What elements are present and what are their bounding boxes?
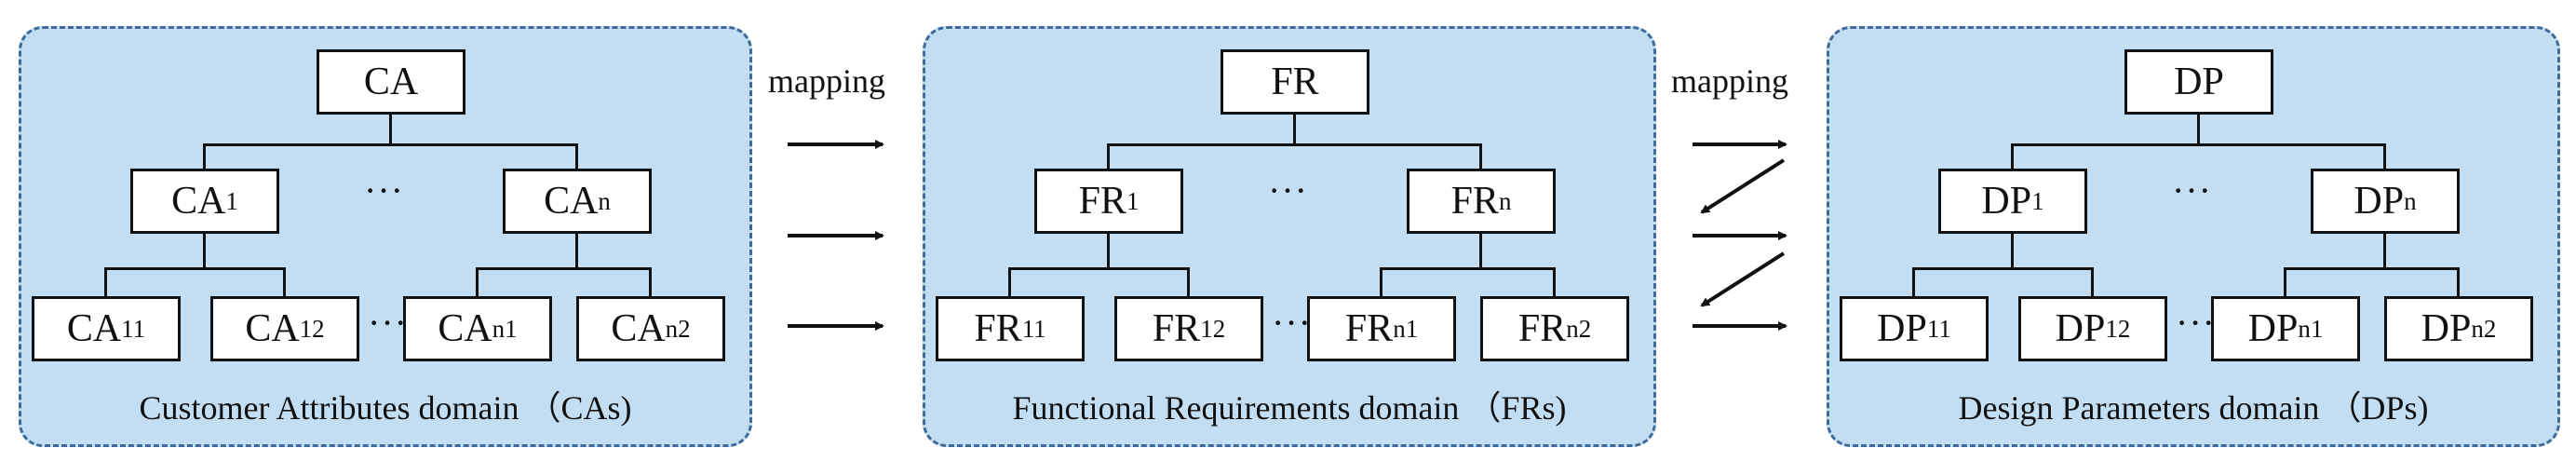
domain-caption: Customer Attributes domain （CAs) <box>139 389 632 427</box>
connector <box>203 234 206 269</box>
node-label: DP <box>2353 180 2405 223</box>
node-label: DP <box>1981 180 2032 223</box>
connector <box>104 267 286 270</box>
ellipsis: ··· <box>1272 302 1312 344</box>
connector <box>1912 267 2094 270</box>
connector <box>203 143 206 169</box>
ellipsis: ··· <box>368 302 408 344</box>
fr-root-node: FR <box>1221 49 1369 115</box>
diagonal-back-arrow <box>1700 251 1786 307</box>
connector <box>2383 234 2386 269</box>
ellipsis: ··· <box>364 170 404 211</box>
connector <box>1008 267 1190 270</box>
node-label: DP <box>2247 307 2299 350</box>
node-label: FR <box>1450 180 1499 223</box>
connector <box>2284 267 2286 296</box>
node-label: DP <box>2421 307 2472 350</box>
connector <box>575 143 578 169</box>
connector <box>1008 267 1011 296</box>
connector <box>104 267 107 296</box>
node-label: CA <box>438 307 492 350</box>
node-label: CA <box>363 61 419 103</box>
connector <box>1380 267 1556 270</box>
connector <box>283 267 286 296</box>
ca-root-node: CA <box>317 49 465 115</box>
domain-caption: Functional Requirements domain （FRs) <box>1012 389 1567 427</box>
connector <box>476 267 479 296</box>
connector <box>2011 143 2014 169</box>
connector <box>2011 143 2386 146</box>
node-label: DP <box>1877 307 1927 350</box>
node-label: CA <box>544 180 599 223</box>
node-label: CA <box>66 307 122 350</box>
connector <box>2383 143 2386 169</box>
connector <box>1293 115 1296 145</box>
ellipsis: ··· <box>2172 170 2212 211</box>
node-label: FR <box>1517 307 1567 350</box>
connector <box>2197 115 2200 145</box>
dp-root-node: DP <box>2124 49 2273 115</box>
connector <box>2091 267 2094 296</box>
node-label: FR <box>1271 61 1319 103</box>
connector <box>1380 267 1382 296</box>
node-label: FR <box>974 307 1022 350</box>
connector <box>575 234 578 269</box>
node-label: CA <box>611 307 666 350</box>
connector <box>2457 267 2460 296</box>
connector <box>2284 267 2460 270</box>
node-label: DP <box>2055 307 2106 350</box>
connector <box>203 143 578 146</box>
node-label: CA <box>171 180 226 223</box>
domain-caption: Design Parameters domain （DPs) <box>1958 389 2429 427</box>
ellipsis: ··· <box>2176 302 2216 344</box>
connector <box>1912 267 1915 296</box>
connector <box>1187 267 1190 296</box>
node-label: FR <box>1152 307 1201 350</box>
node-label: FR <box>1078 180 1126 223</box>
mapping-label: mapping <box>768 62 885 100</box>
ellipsis: ··· <box>1268 170 1308 211</box>
diagonal-back-arrow <box>1700 158 1786 214</box>
node-label: FR <box>1344 307 1394 350</box>
mapping-label: mapping <box>1671 62 1788 100</box>
connector <box>1479 234 1482 269</box>
connector <box>1107 143 1482 146</box>
connector <box>1107 143 1110 169</box>
connector <box>389 115 392 145</box>
connector <box>1553 267 1556 296</box>
node-label: CA <box>245 307 300 350</box>
connector <box>476 267 652 270</box>
connector <box>1479 143 1482 169</box>
node-label: DP <box>2174 61 2224 103</box>
connector <box>2011 234 2014 269</box>
connector <box>1107 234 1110 269</box>
connector <box>649 267 652 296</box>
